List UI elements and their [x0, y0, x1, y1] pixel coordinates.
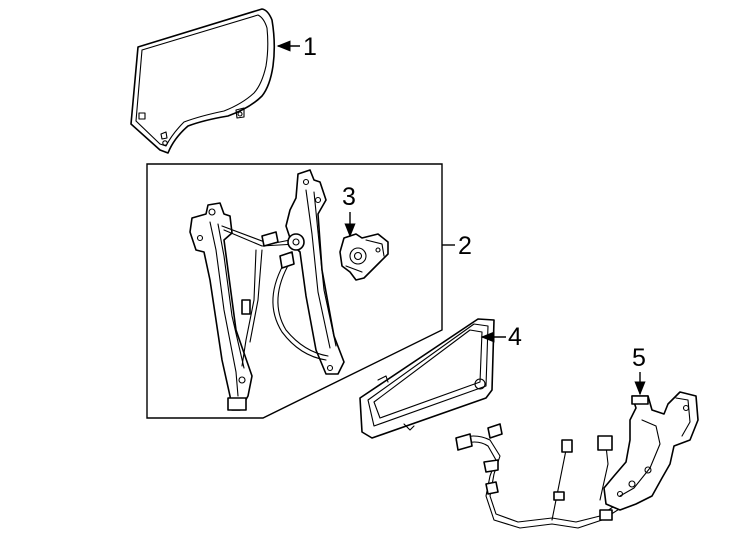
callout-4: 4 — [508, 323, 522, 351]
regulator-motor — [339, 233, 389, 281]
callout-5: 5 — [632, 344, 646, 372]
window-seal-panel — [359, 318, 495, 439]
callout-3: 3 — [342, 183, 356, 211]
callout-1: 1 — [303, 33, 317, 61]
callout-2: 2 — [458, 232, 472, 260]
regulator-group-box — [146, 163, 443, 419]
window-regulator — [189, 169, 345, 411]
door-glass — [130, 8, 276, 154]
wiring-harness — [455, 391, 699, 529]
